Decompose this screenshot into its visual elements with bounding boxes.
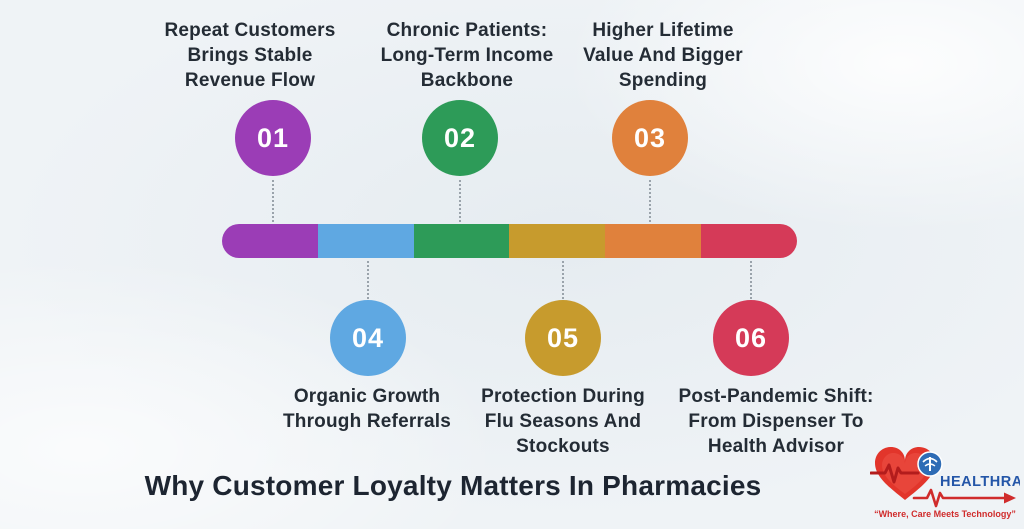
step-2-line-3: Backbone — [420, 70, 514, 91]
dotted-connector-1 — [272, 180, 274, 222]
step-6-line-2: From Dispenser To — [688, 411, 864, 432]
step-1-line-1: Repeat Customers — [164, 20, 336, 41]
dotted-connector-5 — [562, 261, 564, 299]
timeline-segment-2 — [317, 224, 414, 258]
step-5-title: Protection During Flu Seasons And Stocko… — [451, 384, 675, 459]
step-3-title: Higher Lifetime Value And Bigger Spendin… — [551, 18, 775, 93]
step-2-line-2: Long-Term Income — [380, 45, 554, 66]
timeline-segment-3 — [413, 224, 510, 258]
step-1-title: Repeat Customers Brings Stable Revenue F… — [138, 18, 362, 93]
timeline-bar — [222, 224, 797, 258]
medical-caduceus-icon — [917, 451, 943, 477]
step-1-number-badge: 01 — [235, 100, 311, 176]
step-2-line-1: Chronic Patients: — [386, 20, 548, 41]
timeline-segment-1 — [222, 224, 318, 258]
timeline-segment-4 — [509, 224, 606, 258]
ecg-arrow-icon — [912, 488, 1016, 508]
step-4-number-badge: 04 — [330, 300, 406, 376]
timeline-segment-6 — [701, 224, 797, 258]
step-4-line-1: Organic Growth — [293, 386, 441, 407]
step-1-line-2: Brings Stable — [187, 45, 313, 66]
step-6-title: Post-Pandemic Shift: From Dispenser To H… — [664, 384, 888, 459]
step-4-title: Organic Growth Through Referrals — [255, 384, 479, 434]
step-5-line-1: Protection During — [481, 386, 645, 407]
step-6-number-badge: 06 — [713, 300, 789, 376]
step-3-line-3: Spending — [618, 70, 708, 91]
step-2-number-badge: 02 — [422, 100, 498, 176]
dotted-connector-2 — [459, 180, 461, 222]
dotted-connector-4 — [367, 261, 369, 299]
brand-tagline: “Where, Care Meets Technology” — [874, 509, 1016, 519]
step-6-line-3: Health Advisor — [707, 436, 845, 457]
step-5-line-2: Flu Seasons And — [484, 411, 642, 432]
step-3-number-badge: 03 — [612, 100, 688, 176]
step-5-number-badge: 05 — [525, 300, 601, 376]
step-3-line-2: Value And Bigger — [583, 45, 743, 66]
infographic-title: Why Customer Loyalty Matters In Pharmaci… — [144, 470, 762, 501]
brand-name: HEALTHRAY — [940, 474, 1020, 490]
dotted-connector-3 — [649, 180, 651, 222]
step-1-line-3: Revenue Flow — [184, 70, 316, 91]
dotted-connector-6 — [750, 261, 752, 299]
timeline-segment-5 — [605, 224, 702, 258]
step-6-line-1: Post-Pandemic Shift: — [678, 386, 874, 407]
step-3-line-1: Higher Lifetime — [592, 20, 734, 41]
step-5-line-3: Stockouts — [516, 436, 610, 457]
healthray-logo: HEALTHRAY “Where, Care Meets Technology” — [870, 447, 1020, 519]
step-4-line-2: Through Referrals — [282, 411, 452, 432]
step-2-title: Chronic Patients: Long-Term Income Backb… — [355, 18, 579, 93]
